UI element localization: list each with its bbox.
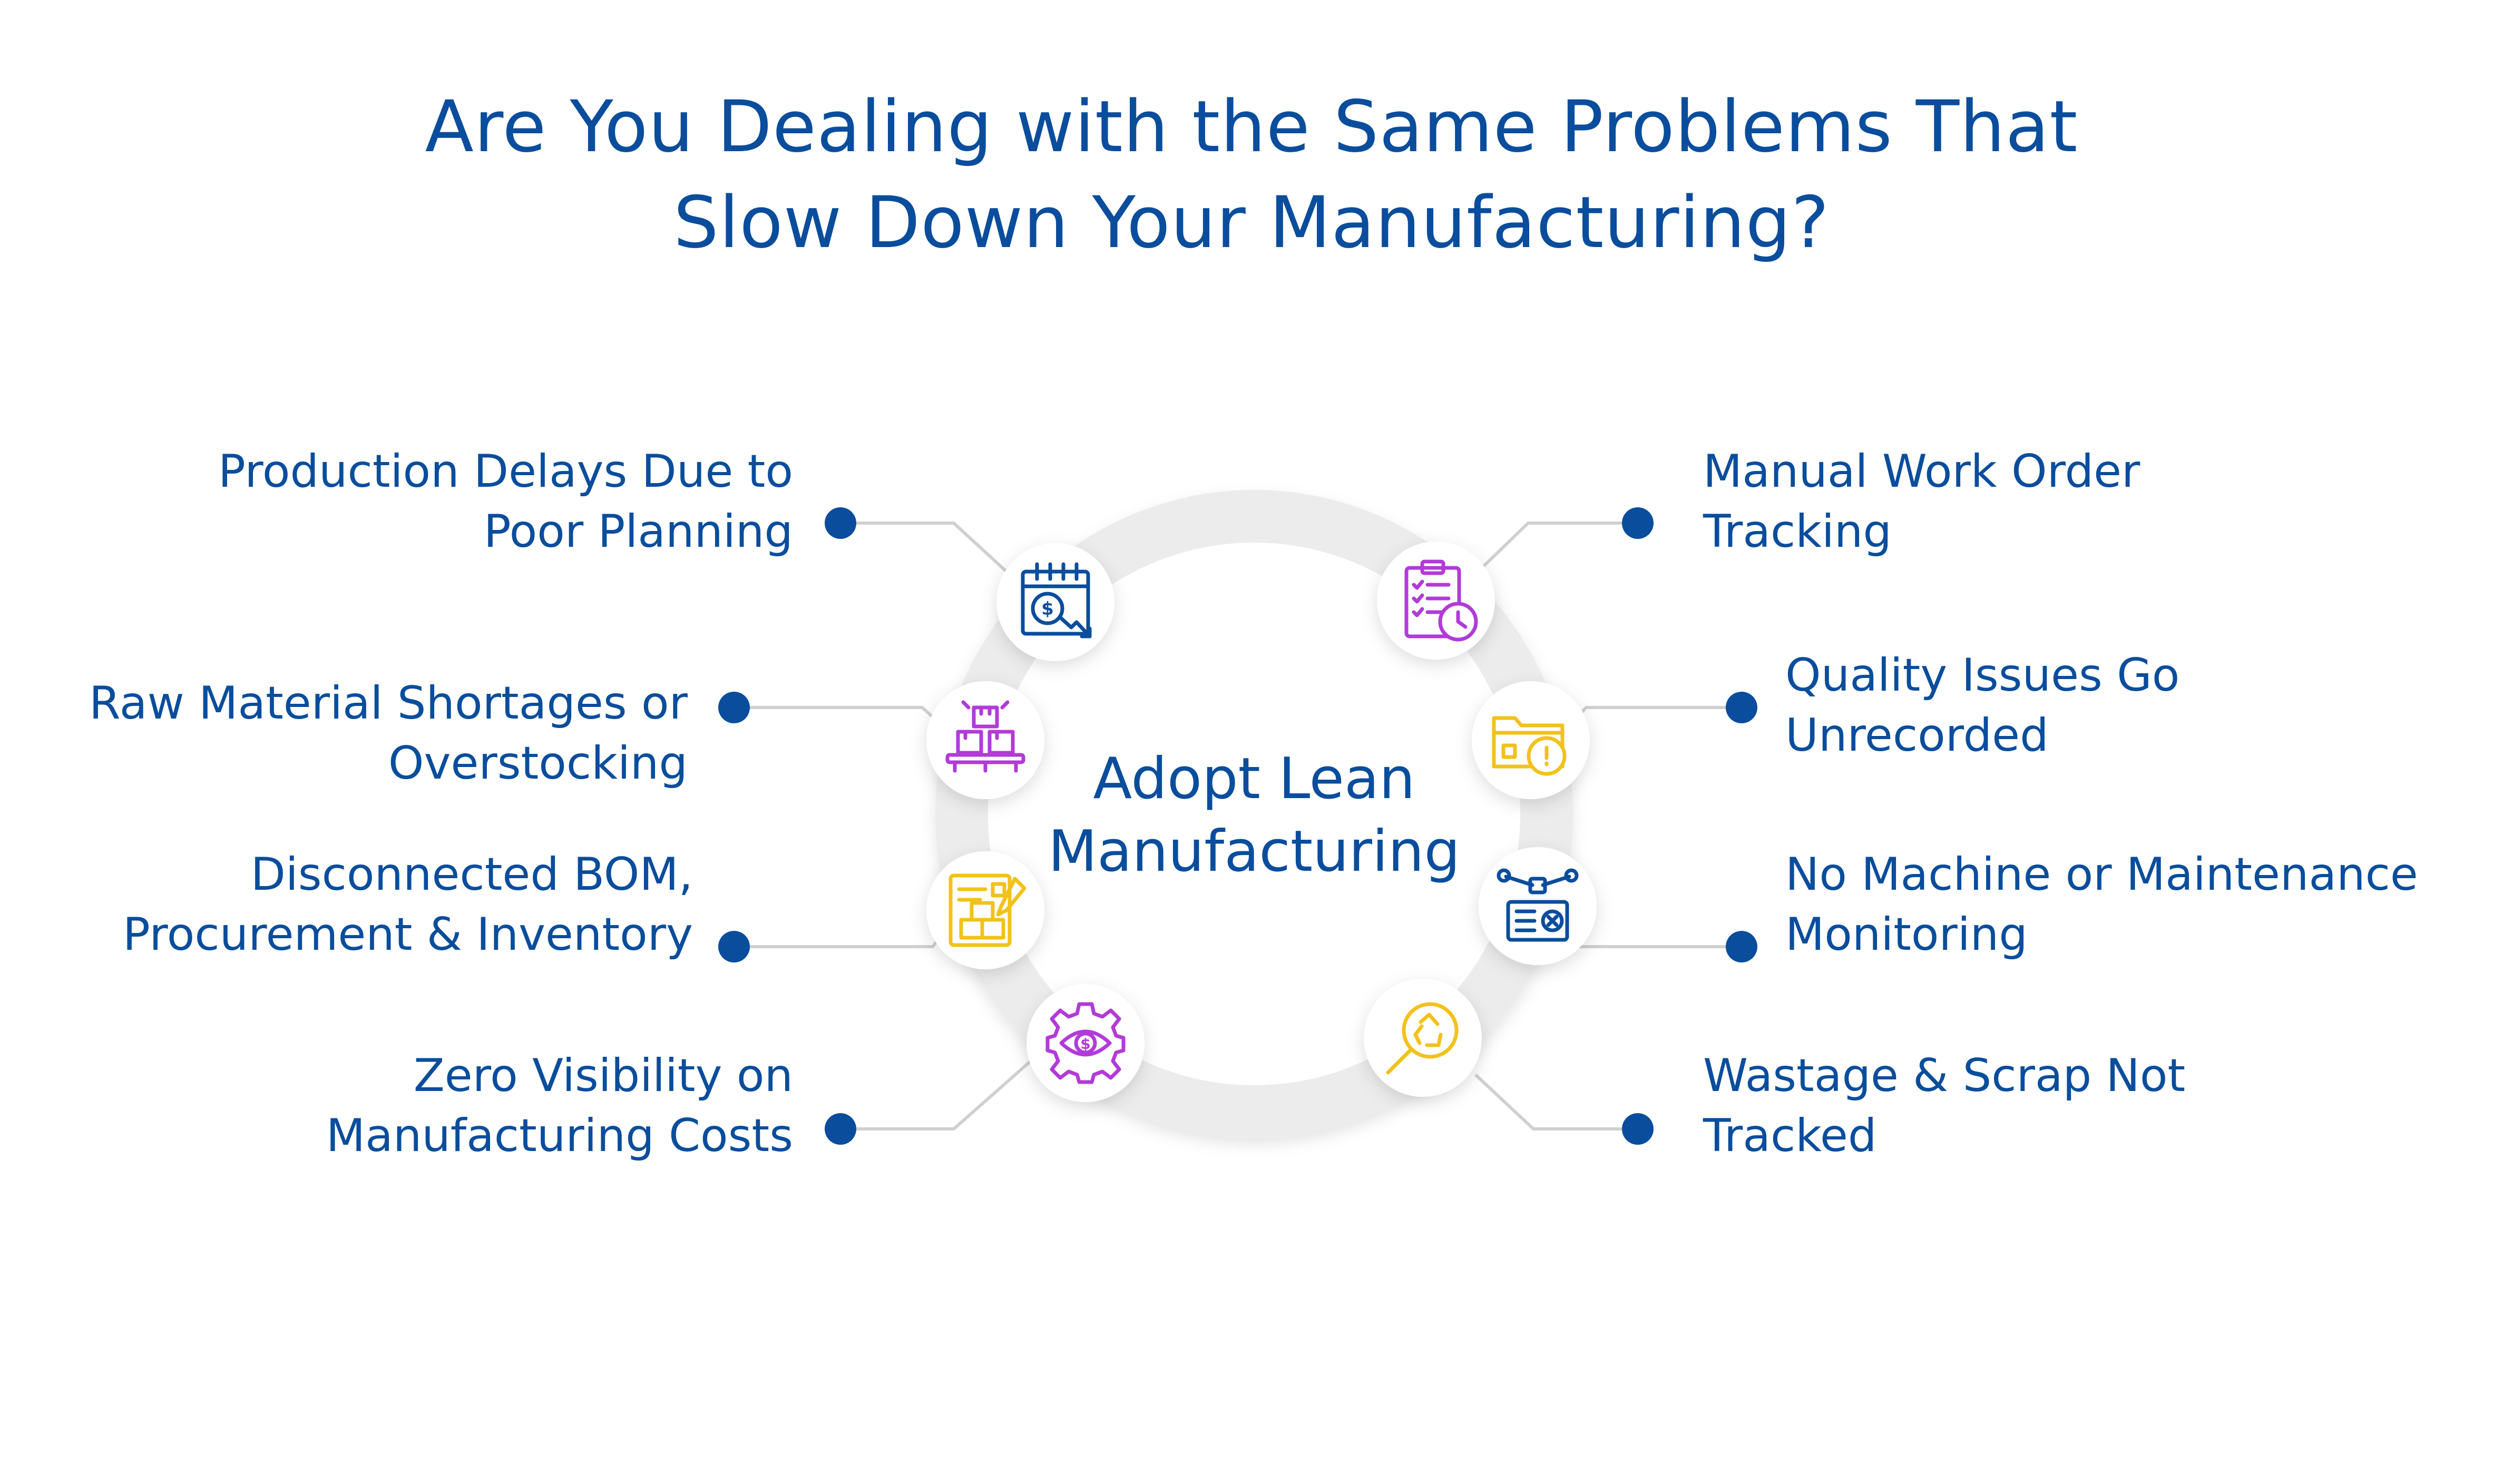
connector-line-5 (1479, 522, 1636, 571)
central-disc (988, 543, 1520, 1085)
problem-label-4-line-2: Manufacturing Costs (326, 1109, 793, 1162)
connector-line-7 (1563, 933, 1739, 948)
problem-label-5: Manual Work Order Tracking (1703, 441, 2140, 562)
stacked-boxes-icon (926, 681, 1044, 799)
connector-line-4 (843, 1060, 1031, 1131)
connector-line-3 (735, 931, 945, 948)
problem-label-2: Raw Material Shortages or Overstocking (89, 673, 688, 793)
problem-label-3: Disconnected BOM, Procurement & Inventor… (123, 844, 693, 965)
problem-label-7: No Machine or Maintenance Monitoring (1785, 844, 2418, 965)
connector-line-1 (843, 522, 1008, 573)
problem-label-6: Quality Issues Go Unrecorded (1785, 645, 2179, 765)
problem-label-3-line-1: Disconnected BOM, (250, 848, 693, 901)
problem-label-8: Wastage & Scrap Not Tracked (1703, 1046, 2185, 1166)
clipboard-boxes-icon (926, 851, 1044, 969)
gear-eye-dollar-icon: $ (1026, 984, 1145, 1102)
problem-label-8-line-2: Tracked (1703, 1109, 1877, 1162)
problem-label-1-line-2: Poor Planning (483, 505, 793, 558)
center-label: Adopt Lean Manufacturing (991, 743, 1518, 888)
problem-label-7-line-2: Monitoring (1785, 908, 2028, 961)
connector-dot-2 (718, 692, 750, 723)
connector-dot-1 (825, 507, 856, 539)
problem-label-6-line-1: Quality Issues Go (1785, 649, 2180, 702)
problem-label-2-line-1: Raw Material Shortages or (89, 677, 688, 730)
connector-dot-6 (1726, 692, 1757, 723)
connector-dot-7 (1726, 931, 1757, 962)
connector-line-6 (1574, 706, 1739, 721)
problem-label-7-line-1: No Machine or Maintenance (1785, 848, 2418, 901)
problem-label-1: Production Delays Due to Poor Planning (218, 441, 793, 562)
problem-label-4: Zero Visibility on Manufacturing Costs (326, 1046, 793, 1166)
connector-line-8 (1474, 1073, 1636, 1131)
center-label-line-1: Adopt Lean (1093, 746, 1415, 812)
problem-label-4-line-1: Zero Visibility on (413, 1049, 793, 1102)
problem-label-6-line-2: Unrecorded (1785, 709, 2049, 762)
problem-label-1-line-1: Production Delays Due to (218, 445, 793, 498)
title-line-1: Are You Dealing with the Same Problems T… (425, 85, 2078, 168)
calendar-dollar-icon: $ (996, 543, 1114, 661)
machine-wrench-icon (1479, 847, 1597, 965)
svg-text:$: $ (1041, 598, 1054, 620)
central-ring (935, 490, 1573, 1138)
problem-label-8-line-1: Wastage & Scrap Not (1703, 1049, 2186, 1102)
center-label-line-2: Manufacturing (1048, 819, 1461, 884)
problem-label-3-line-2: Procurement & Inventory (122, 908, 693, 961)
title-line-2: Slow Down Your Manufacturing? (673, 181, 1830, 264)
connector-dot-3 (718, 931, 750, 962)
connector-dot-8 (1622, 1113, 1654, 1145)
connector-line-2 (735, 706, 940, 723)
connector-dot-4 (825, 1113, 856, 1145)
connector-dot-5 (1622, 507, 1654, 539)
folder-warning-icon (1472, 681, 1590, 799)
problem-label-2-line-2: Overstocking (388, 737, 688, 790)
magnifier-recycle-icon (1364, 979, 1482, 1097)
checklist-clock-icon (1377, 542, 1495, 660)
svg-text:$: $ (1080, 1035, 1090, 1053)
page-title: Are You Dealing with the Same Problems T… (0, 79, 2503, 271)
problem-label-5-line-2: Tracking (1703, 505, 1892, 558)
problem-label-5-line-1: Manual Work Order (1703, 445, 2140, 498)
